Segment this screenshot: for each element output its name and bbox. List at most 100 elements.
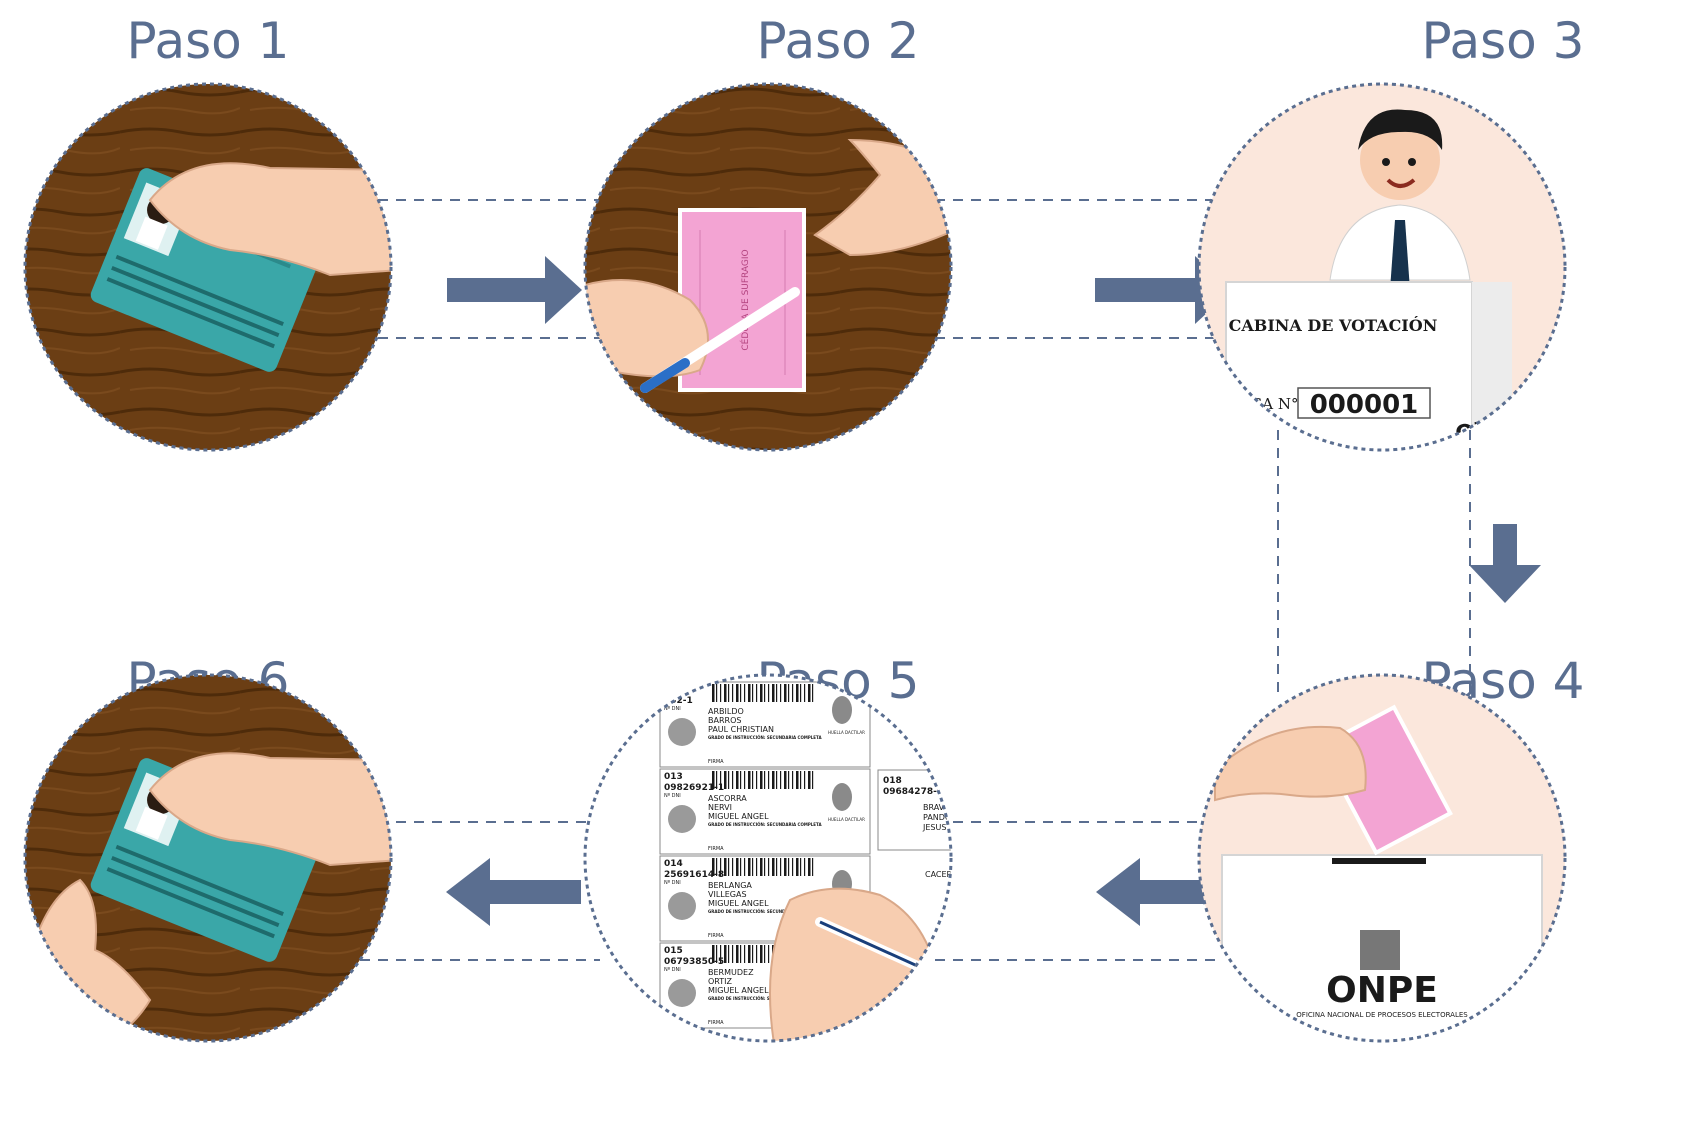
barcode-bar [760, 684, 763, 702]
roll-dni: 25691614-8 [664, 870, 724, 880]
roll-name-line: VILLEGAS [708, 890, 747, 899]
roll-firma: FIRMA [708, 759, 724, 765]
barcode-bar [720, 858, 722, 876]
barcode-bar [764, 684, 766, 702]
booth-mesa-label: SA N° [1252, 395, 1299, 413]
barcode-bar [776, 771, 778, 789]
roll-name-line: BERMUDEZ [708, 968, 754, 977]
voter-photo [668, 892, 696, 920]
barcode-bar [812, 684, 814, 702]
barcode-bar [720, 684, 722, 702]
roll-side-name-0: BRAV [923, 803, 945, 812]
barcode-bar [744, 858, 746, 876]
barcode-bar [740, 684, 742, 702]
roll-dni-tag: Nº DNI [664, 706, 681, 712]
barcode-bar [768, 684, 770, 702]
roll-grado: GRADO DE INSTRUCCIÓN: SECUNDARIA COMPLET… [708, 735, 822, 740]
barcode-bar [732, 945, 734, 963]
barcode-bar [752, 684, 754, 702]
voter-photo [668, 979, 696, 1007]
barcode-bar [720, 771, 722, 789]
roll-name-line: PAUL CHRISTIAN [708, 725, 774, 734]
barcode-bar [768, 771, 770, 789]
roll-num: 015 [664, 946, 683, 956]
roll-dni-tag: Nº DNI [664, 967, 681, 973]
barcode-bar [728, 858, 730, 876]
step-title-3: Paso 3 [1422, 12, 1585, 70]
voter-photo [668, 805, 696, 833]
barcode-bar [732, 771, 734, 789]
barcode-bar [732, 684, 734, 702]
barcode-bar [716, 858, 718, 876]
barcode-bar [724, 858, 727, 876]
arrow-right-1-icon [447, 256, 582, 324]
roll-dni: 852-1 [664, 696, 693, 706]
barcode-bar [772, 684, 775, 702]
ballot-box-brand-sub: OFICINA NACIONAL DE PROCESOS ELECTORALES [1296, 1011, 1468, 1019]
roll-dni: 09826921-1 [664, 783, 724, 793]
roll-name-line: BERLANGA [708, 881, 752, 890]
barcode-bar [724, 945, 727, 963]
roll-name-line: ASCORRA [708, 794, 747, 803]
barcode-bar [724, 771, 727, 789]
barcode-bar [712, 684, 715, 702]
barcode-bar [716, 771, 718, 789]
barcode-bar [812, 771, 814, 789]
barcode-bar [764, 771, 766, 789]
roll-name-line: NERVI [708, 803, 732, 812]
barcode-bar [712, 771, 715, 789]
roll-grado: GRADO DE INSTRUCCIÓN: SECUNDARIA COMPLET… [708, 909, 822, 914]
roll-side-name-1: PANDC [923, 813, 951, 822]
barcode-bar [776, 858, 778, 876]
roll-huella: HUELLA DACTILAR [828, 817, 865, 822]
barcode-bar [764, 945, 766, 963]
barcode-bar [736, 945, 739, 963]
roll-side-dni: 09684278-6 [883, 787, 943, 797]
barcode-bar [804, 771, 806, 789]
barcode-bar [728, 945, 730, 963]
barcode-bar [752, 945, 754, 963]
barcode-bar [752, 771, 754, 789]
barcode-bar [784, 684, 787, 702]
barcode-bar [788, 684, 790, 702]
roll-num: 014 [664, 859, 683, 869]
fingerprint [832, 696, 852, 724]
barcode-bar [756, 858, 758, 876]
barcode-bar [740, 858, 742, 876]
barcode-bar [796, 771, 799, 789]
barcode-bar [716, 684, 718, 702]
roll-fragment-cacere: CACERE [925, 870, 957, 879]
roll-dni-tag: Nº DNI [664, 880, 681, 886]
barcode-bar [792, 858, 794, 876]
barcode-bar [756, 945, 758, 963]
barcode-bar [760, 858, 763, 876]
barcode-bar [712, 945, 715, 963]
roll-name-line: MIGUEL ANGEL [708, 899, 769, 908]
barcode-bar [804, 684, 806, 702]
barcode-bar [788, 771, 790, 789]
barcode-bar [768, 858, 770, 876]
barcode-bar [748, 858, 751, 876]
barcode-bar [780, 858, 782, 876]
arrow-down-icon [1469, 524, 1541, 603]
barcode-bar [716, 945, 718, 963]
barcode-bar [712, 858, 715, 876]
barcode-bar [720, 945, 722, 963]
barcode-bar [796, 684, 799, 702]
roll-huella: HUELLA DACTILAR [828, 730, 865, 735]
barcode-bar [768, 945, 770, 963]
barcode-bar [772, 771, 775, 789]
barcode-bar [792, 771, 794, 789]
roll-firma: FIRMA [708, 933, 724, 939]
barcode-bar [812, 858, 814, 876]
barcode-bar [788, 858, 790, 876]
barcode-bar [752, 858, 754, 876]
step-6-illustration [23, 673, 393, 1043]
barcode-bar [756, 684, 758, 702]
roll-num: 013 [664, 772, 683, 782]
booth-mesa-number: 000001 [1310, 390, 1419, 420]
